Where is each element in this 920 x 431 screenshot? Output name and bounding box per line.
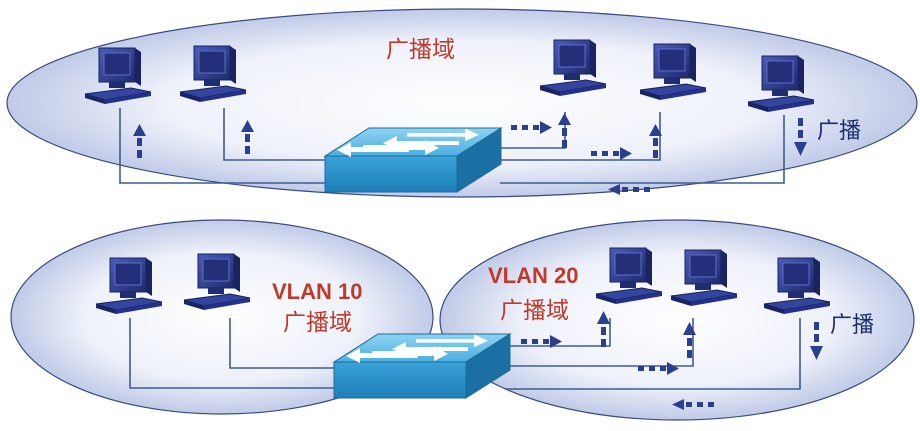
arrow-icon bbox=[649, 124, 662, 158]
vlan10-label: VLAN 10 bbox=[272, 279, 363, 304]
vlan10-domain-label: 广播域 bbox=[283, 310, 352, 336]
arrow-icon bbox=[133, 124, 146, 158]
bottom-links bbox=[129, 318, 801, 390]
vlan20-label: VLAN 20 bbox=[488, 263, 579, 288]
broadcast-label: 广播 bbox=[817, 119, 862, 144]
arrow-icon bbox=[810, 322, 823, 360]
arrow-icon bbox=[558, 113, 571, 148]
arrow-icon bbox=[591, 147, 632, 160]
arrow-icon bbox=[794, 118, 807, 156]
arrow-icon bbox=[638, 362, 679, 375]
vlan20-domain-label: 广播域 bbox=[500, 298, 569, 324]
broadcast-label: 广播 bbox=[830, 313, 875, 338]
arrow-icon bbox=[683, 322, 696, 358]
arrow-icon bbox=[511, 121, 552, 134]
arrow-icon bbox=[521, 335, 562, 348]
arrow-icon bbox=[672, 399, 714, 410]
arrow-icon bbox=[241, 120, 254, 154]
arrow-icon bbox=[608, 184, 650, 195]
broadcast-domain-label: 广播域 bbox=[386, 37, 455, 63]
arrow-icon bbox=[597, 311, 610, 347]
